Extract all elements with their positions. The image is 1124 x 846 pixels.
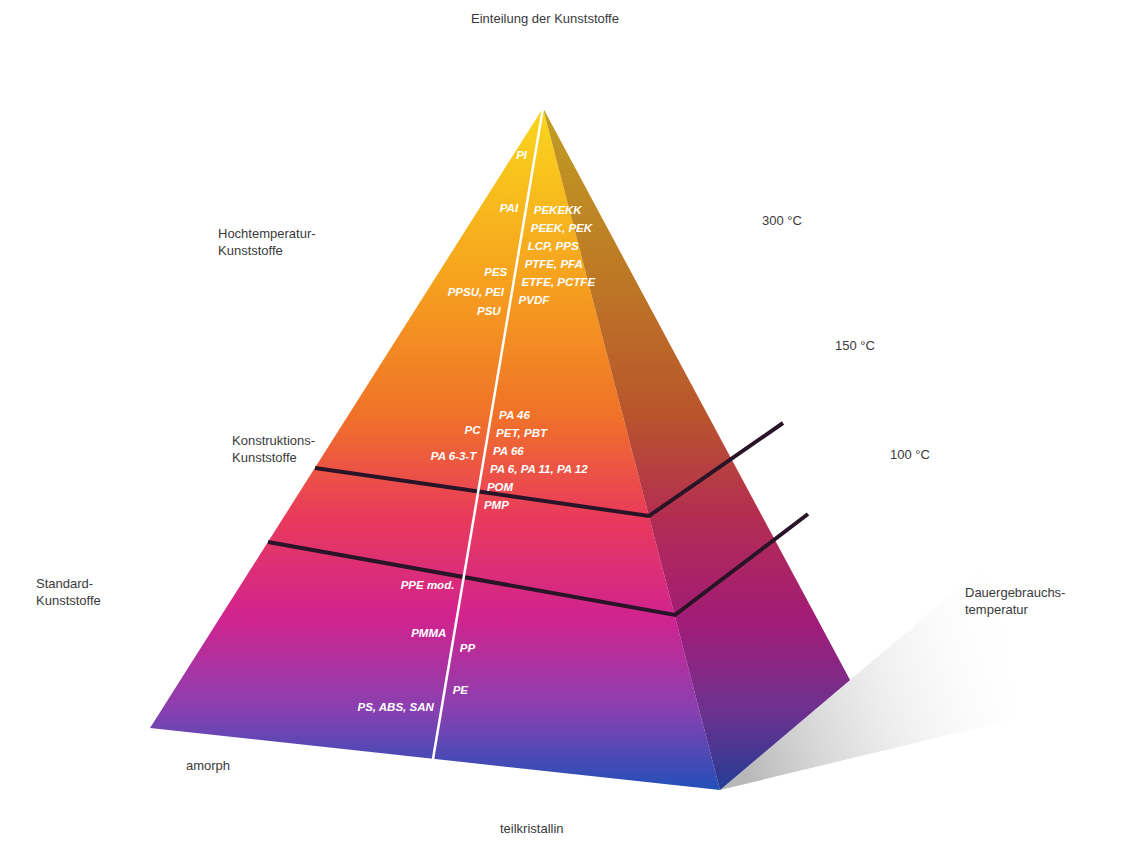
pyramid-band: Konstruktions- Kunststoffe PC PA 6-3-T PA 4… bbox=[200, 400, 820, 560]
right-face-shade bbox=[543, 108, 850, 790]
axis-label: 300 °C bbox=[762, 212, 802, 229]
band-heading: Hochtemperatur- Kunststoffe bbox=[218, 225, 316, 259]
pyramid-band: Standard- Kunststoffe PPE mod. PMMA PS, ABS… bbox=[20, 530, 820, 800]
axis-label: amorph bbox=[186, 757, 230, 774]
axis-label: teilkristallin bbox=[500, 820, 564, 837]
right-face bbox=[543, 108, 850, 790]
band-border bbox=[315, 423, 783, 516]
polymer-name: PA 46 bbox=[499, 408, 530, 422]
polymer-name: PES bbox=[484, 265, 507, 279]
polymer-name: PAI bbox=[500, 201, 518, 215]
polymer-name: PMP bbox=[484, 498, 509, 512]
band-heading: Standard- Kunststoffe bbox=[36, 575, 101, 609]
polymer-name: PA 66 bbox=[493, 444, 524, 458]
polymer-name: PI bbox=[516, 148, 527, 162]
polymer-name: PE bbox=[453, 683, 468, 697]
axis-label: 100 °C bbox=[890, 446, 930, 463]
axis-label: 150 °C bbox=[835, 337, 875, 354]
polymer-name: PSU bbox=[477, 304, 501, 318]
polymer-name: PPE mod. bbox=[401, 578, 455, 592]
polymer-name: PPSU, PEI bbox=[448, 285, 504, 299]
polymer-name: PEEK, PEK bbox=[531, 221, 592, 235]
polymer-name: LCP, PPS bbox=[528, 239, 579, 253]
polymer-name: PC bbox=[465, 423, 481, 437]
axis-label: Dauergebrauchs- temperatur bbox=[965, 584, 1065, 618]
polymer-name: PA 6, PA 11, PA 12 bbox=[490, 462, 588, 476]
polymer-name: PTFE, PFA bbox=[525, 257, 583, 271]
polymer-name: POM bbox=[487, 480, 513, 494]
polymer-name: PET, PBT bbox=[496, 426, 547, 440]
band-border bbox=[268, 514, 808, 615]
polymer-name: PS, ABS, SAN bbox=[358, 700, 434, 714]
diagram-title: Einteilung der Kunststoffe bbox=[471, 10, 619, 27]
polymer-name: PA 6-3-T bbox=[431, 449, 476, 463]
polymer-name: PEKEKK bbox=[534, 203, 582, 217]
polymer-name: ETFE, PCTFE bbox=[522, 275, 595, 289]
polymer-name: PVDF bbox=[519, 293, 550, 307]
polymer-name: PP bbox=[460, 641, 475, 655]
polymer-name: PMMA bbox=[411, 626, 446, 640]
band-heading: Konstruktions- Kunststoffe bbox=[232, 432, 315, 466]
